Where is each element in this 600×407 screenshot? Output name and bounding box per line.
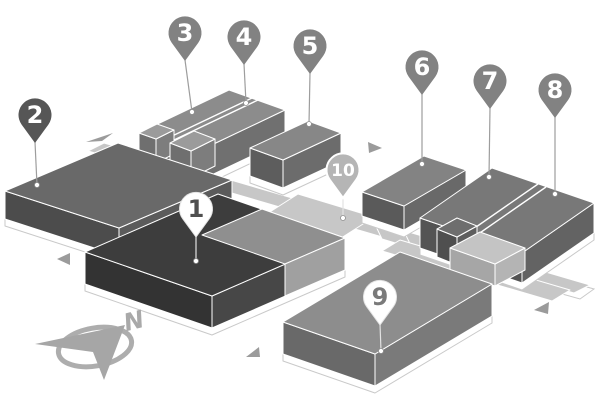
pin-target-dot [552, 191, 558, 197]
tower-b-top-face [169, 130, 216, 152]
pin-bulb [293, 29, 327, 74]
pin-number: 2 [27, 101, 44, 129]
pin-target-dot [34, 182, 40, 188]
entrance-arrow-icon [246, 347, 260, 357]
map-pin-9[interactable]: 9 [363, 279, 397, 354]
map-pin-1[interactable]: 1 [179, 191, 213, 264]
building-6-top-face [361, 155, 467, 207]
building-7-8-roof-seam [465, 183, 539, 235]
pin-leader-line [34, 141, 38, 186]
pin-bulb [168, 16, 202, 61]
tower-a-top-face [138, 123, 175, 140]
building-3-4-roof-seam [173, 99, 259, 141]
pin-bulb [473, 64, 507, 109]
map-pin-2[interactable]: 2 [18, 98, 52, 188]
pin-number: 3 [177, 19, 194, 47]
pin-leader-line [184, 59, 193, 113]
building-7-8-roof-seam [473, 186, 547, 238]
compass-rose: N [35, 305, 147, 380]
map-pin-6[interactable]: 6 [405, 50, 439, 167]
pin-target-dot [378, 348, 384, 354]
pin-leader-line [488, 107, 491, 178]
building-5 [249, 120, 342, 196]
pin-number: 6 [414, 53, 431, 81]
pin-number: 5 [302, 32, 319, 60]
pin-leader-line [379, 323, 382, 352]
pin-target-dot [243, 100, 249, 106]
map-pin-10[interactable]: 10 [325, 152, 361, 221]
map-pin-3[interactable]: 3 [168, 16, 202, 115]
pin-number: 8 [547, 76, 564, 104]
tower-7-top-face [436, 217, 478, 238]
pin-target-dot [486, 174, 492, 180]
pin-target-dot [306, 121, 312, 127]
pin-number: 10 [331, 161, 355, 181]
map-pin-8[interactable]: 8 [538, 73, 572, 197]
building-1 [84, 193, 346, 336]
pin-number: 1 [188, 195, 205, 223]
building-5-top-face [249, 120, 342, 161]
pin-leader-line [243, 63, 247, 104]
map-pin-5[interactable]: 5 [293, 29, 327, 127]
entrance-arrow-icon [57, 253, 70, 265]
building-3-4-roof-seam [167, 97, 253, 139]
entrance-arrow-icon [86, 133, 113, 142]
map-pin-4[interactable]: 4 [227, 20, 261, 106]
entrance-arrow-icon [534, 302, 549, 314]
pin-target-dot [419, 161, 425, 167]
pin-leader-line [308, 72, 311, 125]
compass-ring [55, 324, 135, 370]
pin-bulb [179, 191, 213, 238]
entrance-arrow-icon [368, 142, 382, 153]
pin-bulb [227, 20, 261, 65]
entrance-arrows [57, 133, 549, 357]
annex-top-face [449, 231, 526, 265]
building-7-8-annex [449, 231, 526, 287]
pin-target-dot [340, 215, 346, 221]
map-pins: 2 3 4 5 6 7 [18, 16, 572, 354]
building-6 [361, 155, 467, 238]
building-2-top-face [4, 142, 233, 229]
pin-number: 7 [482, 67, 499, 95]
pin-bulb [538, 73, 572, 118]
pin-target-dot [189, 109, 195, 115]
pin-bulb [363, 279, 397, 326]
pin-bulb [405, 50, 439, 95]
compass-needle-icon [35, 325, 125, 380]
pin-number: 4 [236, 23, 253, 51]
pin-bulb [18, 98, 52, 143]
pin-target-dot [193, 258, 199, 264]
map-pin-7[interactable]: 7 [473, 64, 507, 180]
pin-number: 9 [372, 283, 389, 311]
pin-bulb [325, 152, 361, 200]
building-1-light-wing-front [284, 237, 346, 297]
